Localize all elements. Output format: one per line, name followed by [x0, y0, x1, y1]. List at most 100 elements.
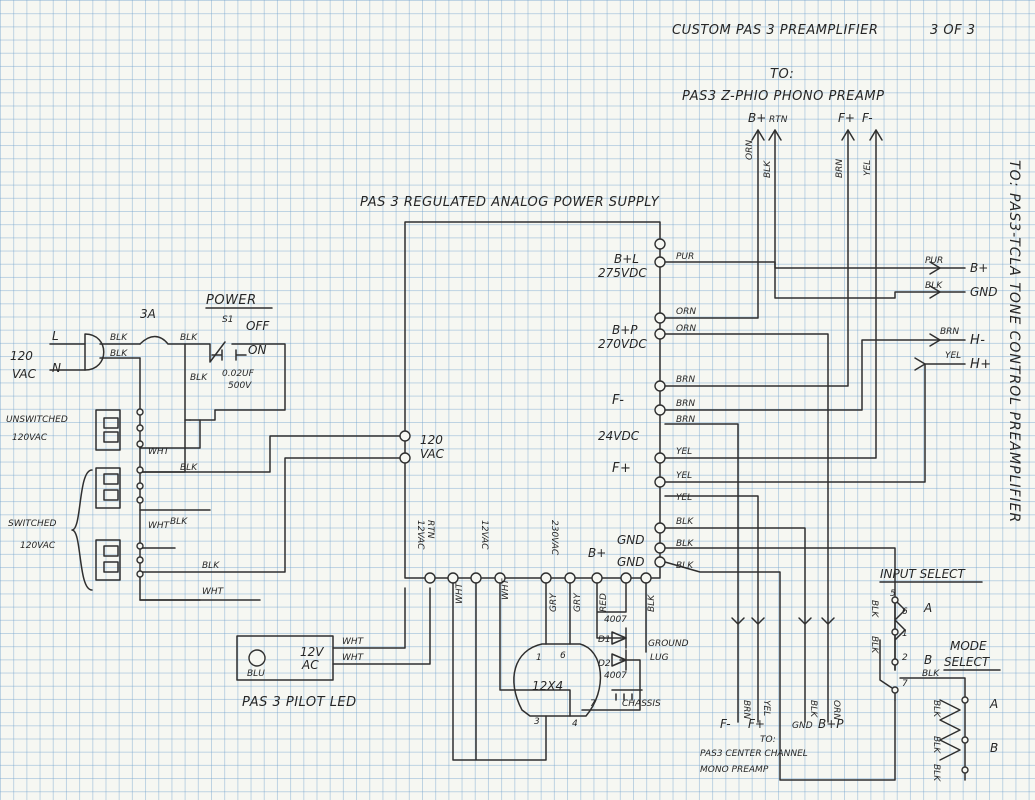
diode-part-1: 4007: [604, 615, 627, 625]
center-wire-orn: ORN: [831, 700, 841, 720]
wire-label-blk-phono: BLK: [763, 160, 773, 178]
input-select-title: INPUT SELECT: [880, 567, 967, 581]
mode-wire-blk-2: BLK: [931, 700, 941, 718]
terminal-fminus-b: [654, 404, 666, 416]
wire-label-wht-1: WHT: [148, 447, 171, 457]
switched-voltage: 120VAC: [20, 541, 56, 551]
tube-pin-1: 1: [536, 653, 542, 663]
tone-gnd: GND: [970, 285, 998, 299]
mains-on: ON: [248, 343, 266, 357]
mode-select-b: B: [990, 741, 998, 755]
tube-pin-4: 4: [572, 719, 578, 729]
mains-wire-blk-1: BLK: [110, 333, 128, 343]
diode-d2: D2: [598, 659, 611, 669]
terminal-230vac-a: [540, 572, 552, 584]
pilot-ac: AC: [301, 658, 319, 672]
tube-wire-gry-1: GRY: [549, 592, 559, 612]
input-select-b: B: [924, 653, 932, 667]
terminal-230vac-b: [564, 572, 576, 584]
center-fplus: F+: [748, 717, 765, 731]
input-select-n6: 6: [902, 607, 908, 617]
input-select-n7: 7: [902, 679, 908, 689]
mode-wire-blk-3: BLK: [931, 736, 941, 754]
label-bl-voltage: 275VDC: [598, 266, 647, 280]
output-wires: [664, 129, 966, 781]
wire-label-blk-1: BLK: [676, 517, 694, 527]
mains-n: N: [52, 361, 61, 375]
pilot-wire-wht-2: WHT: [342, 653, 365, 663]
wire-label-pur-tone: PUR: [925, 256, 943, 266]
phono-rtn: RTN: [769, 115, 788, 125]
input-wire-blk-1: BLK: [869, 600, 879, 618]
center-gnd: GND: [792, 721, 813, 731]
input-select-n2: 2: [902, 653, 908, 663]
tube-wire-wht-1: WHT: [455, 581, 465, 604]
label-fplus: F+: [612, 461, 631, 476]
mains-vac: VAC: [12, 367, 37, 381]
label-bplus-bottom: B+: [588, 546, 606, 560]
pilot-led-lamp: [248, 649, 266, 667]
wire-label-brn-1: BRN: [676, 375, 695, 385]
pilot-blu: BLU: [247, 669, 265, 679]
terminal-gnd-bottom-b: [640, 572, 652, 584]
wire-label-orn-2: ORN: [676, 324, 696, 334]
mode-wire-blk-1: BLK: [922, 669, 940, 679]
terminal-gnd-c: [654, 556, 666, 568]
tone-hminus: H-: [970, 333, 985, 348]
terminal-fplus-a: [654, 452, 666, 464]
center-title-1: PAS3 CENTER CHANNEL: [700, 749, 808, 759]
mode-wire-blk-4: BLK: [931, 764, 941, 782]
tube-pin-7: 7: [590, 699, 596, 709]
wire-label-orn-phono: ORN: [745, 140, 755, 160]
outlet-switched-2: [95, 539, 121, 581]
sheet-title: CUSTOM PAS 3 PREAMPLIFIER: [672, 23, 878, 38]
wire-label-blk-7: BLK: [202, 561, 220, 571]
phono-fminus: F-: [862, 111, 873, 125]
diodes-lug: LUG: [650, 653, 669, 663]
unswitched-label: UNSWITCHED: [6, 415, 68, 425]
wire-label-yel-tone: YEL: [945, 351, 961, 361]
terminal-120vac-b: [399, 452, 411, 464]
diodes-chassis: CHASSIS: [622, 699, 661, 709]
terminal-gnd-b: [654, 542, 666, 554]
mode-select-title-1: MODE: [950, 639, 987, 653]
wire-label-yel-2: YEL: [676, 471, 692, 481]
mains-wire-blk-3: BLK: [180, 333, 198, 343]
label-12vac-rtn: RTN: [425, 520, 435, 539]
outlet-unswitched: [95, 409, 121, 451]
label-gnd: GND: [617, 533, 645, 547]
tube-wire-gry-2: GRY: [573, 592, 583, 612]
terminal-120vac-a: [399, 430, 411, 442]
terminal-bp: [654, 328, 666, 340]
pilot-12v: 12V: [300, 645, 324, 659]
wire-label-blk-3: BLK: [676, 561, 694, 571]
label-fminus: F-: [612, 393, 624, 408]
terminal-12vac-rtn: [424, 572, 436, 584]
mains-wire-blk-4: BLK: [190, 373, 208, 383]
wire-label-blk-6: BLK: [170, 517, 188, 527]
phono-title: PAS3 Z-PHIO PHONO PREAMP: [682, 89, 884, 104]
center-fminus: F-: [720, 717, 731, 731]
terminal-12vac-a: [447, 572, 459, 584]
terminal-gnd-bottom-a: [620, 572, 632, 584]
center-title-2: MONO PREAMP: [700, 765, 769, 775]
wire-label-wht-2: WHT: [148, 521, 171, 531]
tube-envelope: [513, 643, 602, 717]
tone-bplus: B+: [970, 261, 988, 275]
mains-cap-voltage: 500V: [228, 381, 252, 391]
diode-part-2: 4007: [604, 671, 627, 681]
label-bp-voltage: 270VDC: [598, 337, 647, 351]
input-select-n1: 1: [902, 629, 908, 639]
terminal-bl: [654, 256, 666, 268]
terminal-12vac-b: [470, 572, 482, 584]
wire-label-pur: PUR: [676, 252, 694, 262]
input-select-a: A: [923, 601, 932, 615]
wire-label-brn-2: BRN: [676, 399, 695, 409]
wire-label-yel-3: YEL: [676, 493, 692, 503]
sheet-page: 3 OF 3: [930, 23, 976, 38]
terminal-bp-top: [654, 312, 666, 324]
phono-to-label: TO:: [770, 67, 794, 82]
wire-label-orn-1: ORN: [676, 307, 696, 317]
mains-wire-blk-2: BLK: [110, 349, 128, 359]
